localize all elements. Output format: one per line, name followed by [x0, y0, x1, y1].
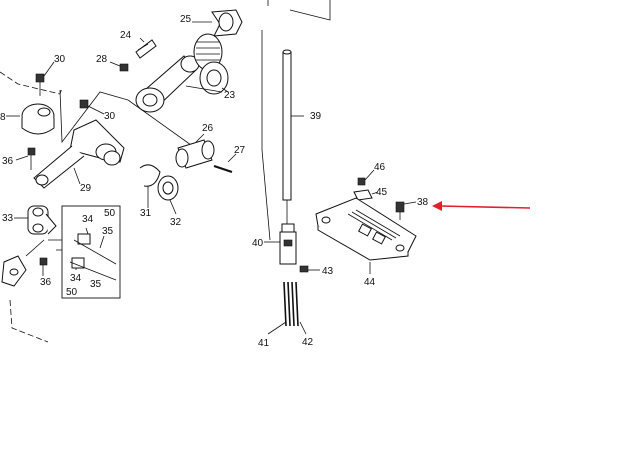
part-38-screw: [395, 201, 405, 220]
part-24-bolt: [135, 39, 157, 59]
leader-34a: [85, 227, 89, 235]
label-41: 41: [258, 338, 270, 349]
part-25-bearing-clamp: [211, 9, 243, 37]
part-34-pin-lower: [69, 257, 117, 281]
housing-outline-bottom: [9, 299, 49, 343]
label-28: 28: [96, 54, 108, 65]
label-40: 40: [252, 238, 264, 249]
label-29: 29: [80, 183, 92, 194]
label-38: 38: [417, 197, 429, 208]
part-39-needle-bar: [282, 49, 292, 201]
part-30-set-screw-2: [79, 99, 89, 109]
part-34-pin-upper: [73, 233, 117, 265]
leader-30b: [87, 105, 105, 115]
part-23-needle-bearing-upper: [193, 33, 223, 71]
assembly-guide-lines: [59, 89, 199, 151]
leader-30a: [43, 61, 55, 77]
label-35-lower: 35: [90, 279, 102, 290]
box-connector-lines: [48, 239, 62, 251]
label-31: 31: [140, 208, 152, 219]
part-23-needle-bearing-lower: [199, 61, 229, 95]
part-27-pin: [213, 165, 233, 173]
part-8-collar: [21, 103, 55, 135]
leader-29: [73, 167, 81, 185]
label-25: 25: [180, 14, 192, 25]
leader-38: [403, 201, 417, 205]
label-43: 43: [322, 266, 334, 277]
label-30-upper: 30: [54, 54, 66, 65]
label-45: 45: [376, 187, 388, 198]
label-30-middle: 30: [104, 111, 116, 122]
label-46: 46: [374, 162, 386, 173]
label-33: 33: [2, 213, 14, 224]
callout-arrow: [432, 201, 531, 211]
label-34-upper: 34: [82, 214, 94, 225]
label-8: 8: [0, 112, 6, 123]
part-36-screw-lower: [39, 257, 48, 276]
part-28-nut: [119, 63, 129, 72]
label-27: 27: [234, 145, 246, 156]
sub-assembly-box: [61, 205, 121, 299]
needle-bar-guide-line: [261, 30, 271, 241]
leader-24: [139, 37, 145, 43]
part-30-set-screw: [35, 73, 45, 96]
leader-28: [109, 61, 121, 67]
part-crank-lower: [1, 239, 45, 287]
page-frame-fragment: [267, 0, 331, 21]
label-24: 24: [120, 30, 132, 41]
leader-23: [185, 85, 229, 93]
part-31-retaining-clip: [139, 164, 161, 187]
leader-36a: [15, 155, 29, 161]
label-35-upper: 35: [102, 226, 114, 237]
label-32: 32: [170, 217, 182, 228]
part-46-screw: [357, 177, 366, 186]
leader-27: [227, 153, 237, 163]
label-36-upper: 36: [2, 156, 14, 167]
leader-41-42: [267, 321, 307, 335]
part-44-throat-plate: [315, 197, 417, 261]
part-41-42-needles: [283, 281, 299, 327]
part-29-rocker-arm: [33, 119, 125, 189]
part-36-screw: [27, 147, 36, 170]
part-40-needle-clamp: [279, 200, 297, 265]
part-43-clamp-screw: [299, 265, 309, 273]
label-44: 44: [364, 277, 376, 288]
part-33-link: [27, 205, 57, 235]
leader-35a: [99, 235, 105, 249]
housing-outline-top: [0, 71, 63, 95]
part-26-sleeve: [175, 139, 215, 169]
part-32-washer: [157, 175, 179, 201]
label-39: 39: [310, 111, 322, 122]
leader-45: [371, 191, 379, 195]
leader-46: [364, 169, 375, 181]
label-26: 26: [202, 123, 214, 134]
label-50-lower: 50: [66, 287, 78, 298]
label-42: 42: [302, 337, 314, 348]
part-45-guide: [353, 189, 373, 201]
leader-32: [169, 199, 177, 215]
part-connecting-rod: [135, 55, 200, 113]
label-23: 23: [224, 90, 236, 101]
label-36-lower: 36: [40, 277, 52, 288]
leader-26: [195, 133, 205, 143]
label-34-lower: 34: [70, 273, 82, 284]
label-50-upper: 50: [104, 208, 116, 219]
